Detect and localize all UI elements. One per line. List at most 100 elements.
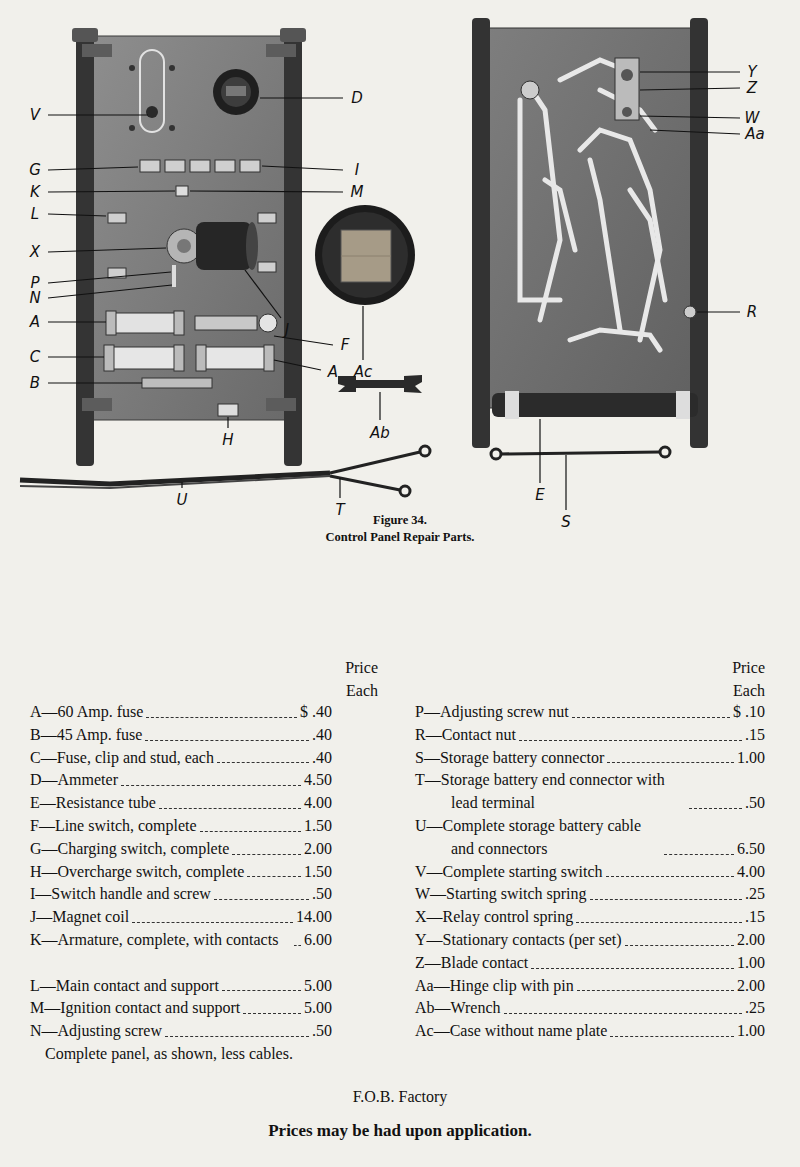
leader-lines-part [339,478,340,498]
battery-connector-part [500,452,660,454]
leader-lines-part [48,382,142,383]
front-panel-part [218,404,238,416]
part-name: Y—Stationary contacts (per set) [415,929,622,952]
part-name: Ab—Wrench [415,997,501,1020]
callout-letter: J [285,323,289,338]
front-panel-part [280,28,306,42]
leader-lines-part [48,321,106,322]
price: .50 [312,1020,332,1043]
leader-lines-part [48,272,171,283]
battery-connector [491,447,670,459]
front-panel-part [172,265,176,287]
price: 6.00 [304,929,332,952]
part-name: P—Adjusting screw nut [415,701,569,724]
front-panel-part [200,347,270,369]
leader-lines-part [640,88,740,90]
leader-lines-part [48,248,166,252]
price: 2.00 [737,975,765,998]
dot-leader [247,876,301,877]
battery-connector-part [491,449,501,459]
leader-lines-part [650,130,740,134]
leader-lines-part [48,191,175,192]
dot-leader [572,717,730,718]
leader-lines-part [362,306,363,360]
leader-lines-part [274,336,333,345]
price-row: L—Main contact and support5.00 [30,975,332,998]
dot-leader [294,945,301,946]
wrench-part [338,376,356,392]
price-row: H—Overcharge switch, complete1.50 [30,861,332,884]
callout-letter: L [31,207,39,222]
part-name: D—Ammeter [30,769,118,792]
back-panel-part-part [580,130,660,340]
part-name: W—Starting switch spring [415,883,587,906]
dot-leader [519,740,742,741]
price: .25 [745,883,765,906]
callout-letter: D [351,91,363,106]
front-panel-part [169,125,175,131]
front-panel-part [177,239,191,253]
leader-lines-part [274,360,321,370]
front-panel-part [72,28,98,42]
front-panel-part [266,44,296,57]
front-panel-part [167,229,201,263]
callout-letter: K [30,185,40,200]
ammeter-case-part [315,205,415,305]
callout-letter: I [355,163,359,178]
price-row: T—Storage battery end connector with lea… [415,769,765,815]
dot-leader [217,762,309,763]
dot-leader [200,831,301,832]
price-row: M—Ignition contact and support5.00 [30,997,332,1020]
price: .25 [745,997,765,1020]
front-panel-part [129,125,135,131]
wrench [338,375,422,393]
front-panel-part [165,160,185,172]
dot-leader [607,762,734,763]
dot-leader [132,922,293,923]
front-panel-part [108,347,180,369]
leader-lines-part [245,270,281,318]
back-panel-part [676,391,690,419]
part-name: T—Storage battery end connector with lea… [415,769,686,815]
price: $ .10 [733,701,765,724]
price: 1.00 [737,747,765,770]
dot-leader [610,1036,734,1037]
price: 1.50 [304,815,332,838]
back-panel-part-part [630,190,665,300]
back-panel-part [492,393,698,417]
figure-number: Figure 34. [0,512,800,528]
part-name: K—Armature, complete, with contacts [30,929,291,952]
dot-leader [222,990,301,991]
front-panel-part [174,311,184,335]
price: 6.50 [737,838,765,861]
wrench-part [404,375,422,393]
back-panel-part [684,306,696,318]
callout-letter: B [30,376,40,391]
price: .50 [745,792,765,815]
price-row: U—Complete storage battery cable and con… [415,815,765,861]
front-panel-part [196,222,252,270]
price-row: G—Charging switch, complete2.00 [30,838,332,861]
callout-letter: N [29,291,40,306]
back-panel-part [486,28,692,408]
price-row: E—Resistance tube4.00 [30,792,332,815]
note: Complete panel, as shown, less cables. [45,1043,293,1066]
front-panel-part [174,345,184,371]
callout-letter: Y [747,65,756,80]
callout-letter: V [30,108,40,123]
front-panel-part [258,213,276,223]
front-panel-part [259,314,277,332]
leader-lines-part [640,116,740,118]
part-name: S—Storage battery connector [415,747,604,770]
front-panel-part [140,50,164,132]
front-panel-part [90,36,286,420]
callout-letter: X [30,245,40,260]
price: 4.50 [304,769,332,792]
callout-letter: A [30,315,40,330]
callout-letter: S [561,515,571,530]
column-header: Price [732,657,765,680]
back-panel [472,18,708,448]
back-panel-part [621,69,633,81]
part-name: M—Ignition contact and support [30,997,240,1020]
callout-letter: W [745,111,760,126]
